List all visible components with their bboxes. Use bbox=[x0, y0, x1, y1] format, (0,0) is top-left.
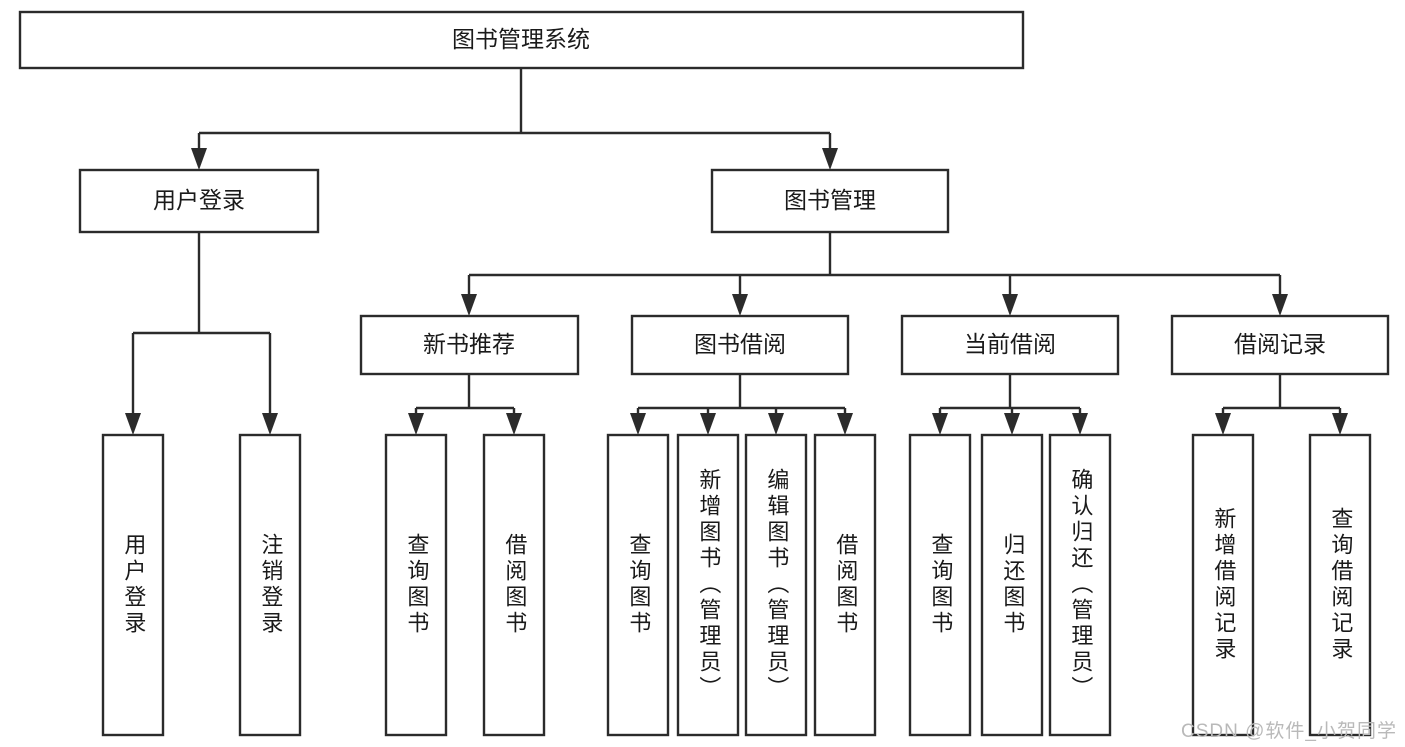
arrow-head-leaf-logout bbox=[262, 413, 278, 435]
arrow-head-leaf-edit-book bbox=[768, 413, 784, 435]
node-root-label: 图书管理系统 bbox=[452, 26, 590, 52]
leaf-borrow-book-2[interactable] bbox=[813, 433, 877, 737]
arrow-head-leaf-query-book-2 bbox=[630, 413, 646, 435]
node-book-management-label: 图书管理 bbox=[784, 187, 876, 213]
arrow-head-leaf-query-book-3 bbox=[932, 413, 948, 435]
node-new-book-recommend[interactable] bbox=[359, 314, 580, 376]
arrow-head-user-login bbox=[191, 148, 207, 170]
connector-group-newrec-to-leaves bbox=[408, 374, 522, 435]
arrow-head-book-mgmt bbox=[822, 148, 838, 170]
arrow-head-leaf-query-record bbox=[1332, 413, 1348, 435]
leaf-return-book[interactable] bbox=[980, 433, 1044, 737]
connector-group-userlogin-to-leaves bbox=[125, 232, 278, 435]
leaf-add-book-admin[interactable] bbox=[676, 433, 740, 737]
leaf-edit-book-admin[interactable] bbox=[744, 433, 808, 737]
connector-group-current-to-leaves bbox=[932, 374, 1088, 435]
node-user-login[interactable] bbox=[78, 168, 320, 234]
node-current-borrow-label: 当前借阅 bbox=[964, 331, 1056, 357]
arrow-head-current bbox=[1002, 294, 1018, 316]
leaf-query-borrow-record[interactable] bbox=[1308, 433, 1372, 737]
connector-group-root-to-level2 bbox=[191, 68, 838, 170]
leaf-add-borrow-record[interactable] bbox=[1191, 433, 1255, 737]
node-book-borrow[interactable] bbox=[630, 314, 850, 376]
leaf-borrow-book-1[interactable] bbox=[482, 433, 546, 737]
leaf-query-book-2[interactable] bbox=[606, 433, 670, 737]
arrow-head-leaf-return-book bbox=[1004, 413, 1020, 435]
leaf-confirm-return-admin[interactable] bbox=[1048, 433, 1112, 737]
node-book-borrow-label: 图书借阅 bbox=[694, 331, 786, 357]
arrow-head-leaf-add-book bbox=[700, 413, 716, 435]
arrow-head-leaf-confirm-return bbox=[1072, 413, 1088, 435]
connector-group-bookmgmt-to-level3 bbox=[461, 232, 1288, 316]
arrow-head-new-rec bbox=[461, 294, 477, 316]
node-book-management[interactable] bbox=[710, 168, 950, 234]
leaf-user-login[interactable] bbox=[101, 433, 165, 737]
arrow-head-record bbox=[1272, 294, 1288, 316]
leaf-query-book-1[interactable] bbox=[384, 433, 448, 737]
node-borrow-record[interactable] bbox=[1170, 314, 1390, 376]
node-root[interactable] bbox=[18, 10, 1025, 70]
arrow-head-leaf-user-login bbox=[125, 413, 141, 435]
node-borrow-record-label: 借阅记录 bbox=[1234, 331, 1326, 357]
node-new-book-recommend-label: 新书推荐 bbox=[423, 331, 515, 357]
connector-group-record-to-leaves bbox=[1215, 374, 1348, 435]
leaf-logout[interactable] bbox=[238, 433, 302, 737]
arrow-head-borrow bbox=[732, 294, 748, 316]
arrow-head-leaf-borrow-book-2 bbox=[837, 413, 853, 435]
node-current-borrow[interactable] bbox=[900, 314, 1120, 376]
arrow-head-leaf-add-record bbox=[1215, 413, 1231, 435]
arrow-head-leaf-query-book-1 bbox=[408, 413, 424, 435]
csdn-watermark: CSDN @软件_小贺同学 bbox=[1181, 721, 1397, 742]
arrow-head-leaf-borrow-book-1 bbox=[506, 413, 522, 435]
connector-group-borrow-to-leaves bbox=[630, 374, 853, 435]
leaf-query-book-3[interactable] bbox=[908, 433, 972, 737]
node-user-login-label: 用户登录 bbox=[153, 187, 245, 213]
